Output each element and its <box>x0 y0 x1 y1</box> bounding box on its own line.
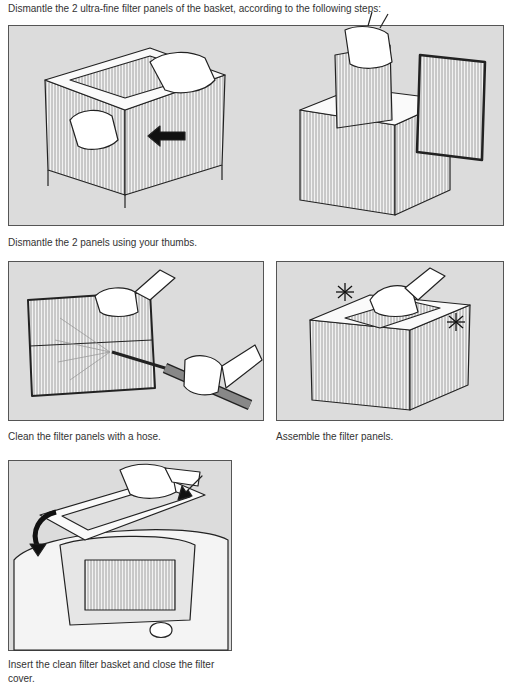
illustration-panel: Assemble the filter panels. <box>276 261 504 444</box>
illustration-panel: Insert the clean filter basket and close… <box>8 460 232 686</box>
step-caption: Assemble the filter panels. <box>276 430 502 444</box>
illustration-panel: Dismantle the 2 panels using your thumbs… <box>8 25 504 250</box>
illustration-panel: Clean the filter panels with a hose. <box>8 261 264 444</box>
step-caption: Insert the clean filter basket and close… <box>8 658 230 686</box>
page-heading: Dismantle the 2 ultra-fine filter panels… <box>8 2 505 15</box>
step-caption: Dismantle the 2 panels using your thumbs… <box>8 236 502 250</box>
step-caption: Clean the filter panels with a hose. <box>8 430 262 444</box>
